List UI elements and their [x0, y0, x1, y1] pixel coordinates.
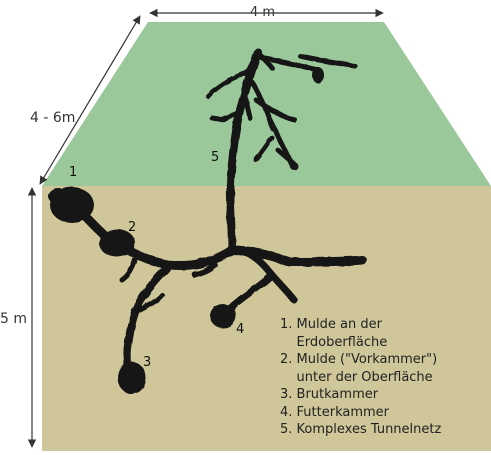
end-knob-2 [290, 162, 298, 170]
end-knob-1 [312, 67, 324, 83]
chamber-1-ext [48, 188, 68, 204]
marker-1: 1 [69, 165, 77, 180]
legend-item-3: 3. Brutkammer [280, 386, 441, 404]
legend-item-1-cont: Erdoberfläche [280, 334, 441, 352]
depth-label: 4 - 6m [30, 110, 75, 126]
legend-item-4: 4. Futterkammer [280, 404, 441, 422]
height-label: 5 m [0, 311, 27, 327]
chamber-3-brood-chamber [118, 362, 146, 394]
top-width-label: 4 m [250, 5, 275, 20]
legend: 1. Mulde an der Erdoberfläche 2. Mulde (… [280, 316, 441, 439]
chamber-4-food-chamber [210, 304, 236, 328]
marker-3: 3 [143, 355, 151, 370]
legend-item-1: 1. Mulde an der [280, 316, 441, 334]
marker-2: 2 [128, 220, 136, 235]
legend-item-5: 5. Komplexes Tunnelnetz [280, 421, 441, 439]
legend-item-2: 2. Mulde ("Vorkammer") [280, 351, 441, 369]
legend-item-2-cont: unter der Oberfläche [280, 369, 441, 387]
marker-4: 4 [236, 322, 244, 337]
surface-area [42, 22, 491, 186]
marker-5: 5 [211, 150, 219, 165]
